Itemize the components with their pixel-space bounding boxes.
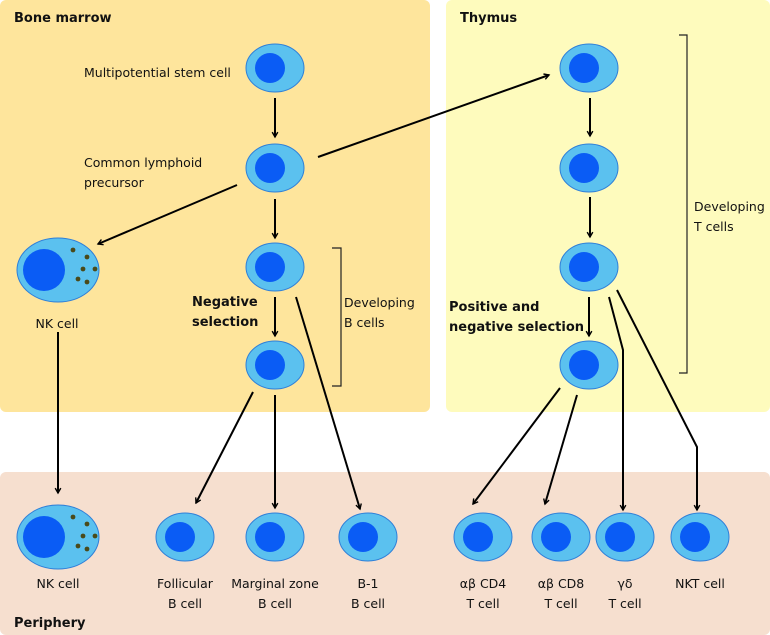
b1-b-cell-periphery <box>338 512 398 562</box>
nucleus <box>23 516 65 558</box>
follicular-b-cell-label-line2: B cell <box>168 596 202 611</box>
ab-cd8-t-cell-periphery <box>531 512 591 562</box>
nucleus <box>569 53 599 83</box>
marginal-zone-b-cell-label-line1: Marginal zone <box>231 576 319 591</box>
bone-marrow-region <box>0 0 430 412</box>
granule <box>70 514 76 520</box>
clp-label-line1: Common lymphoid <box>84 155 202 170</box>
developing-t-line1: Developing <box>694 199 765 214</box>
granule <box>84 279 90 285</box>
follicular-b-cell-label-line1: Follicular <box>157 576 214 591</box>
nucleus <box>569 153 599 183</box>
ab-cd4-t-cell-label-line2: T cell <box>465 596 499 611</box>
nucleus <box>541 522 571 552</box>
gd-t-cell-label-line1: γδ <box>617 576 632 591</box>
developing-t-bracket <box>679 34 688 374</box>
thymocyte-2 <box>559 143 619 193</box>
bone-marrow-title: Bone marrow <box>14 11 112 26</box>
nucleus <box>23 249 65 291</box>
arrow-clp-to-nk <box>98 184 238 244</box>
stem-cell-label: Multipotential stem cell <box>84 65 231 80</box>
nk-cell-bm-label: NK cell <box>35 316 78 331</box>
periphery-title: Periphery <box>14 616 86 631</box>
negative-selection-line1: Negative <box>192 295 258 310</box>
ab-cd8-t-cell-label-line1: αβ CD8 <box>538 576 585 591</box>
arrow-to-nkt <box>616 289 697 510</box>
arrow-clp-to-thymus <box>317 75 549 158</box>
granule <box>92 533 98 539</box>
arrow-to-gd-t <box>608 296 623 510</box>
nucleus <box>255 350 285 380</box>
common-lymphoid-precursor-cell <box>245 143 305 193</box>
granule <box>70 247 76 253</box>
nucleus <box>255 522 285 552</box>
granule <box>84 254 90 260</box>
marginal-zone-b-cell-periphery <box>245 512 305 562</box>
ab-cd8-t-cell-label-line2: T cell <box>543 596 577 611</box>
negative-selection-line2: selection <box>192 315 258 330</box>
thymocyte-1 <box>559 43 619 93</box>
nucleus <box>165 522 195 552</box>
nk-cell-periphery <box>16 504 100 570</box>
nkt-cell-periphery <box>670 512 730 562</box>
developing-b-cell-2 <box>245 340 305 390</box>
granule <box>75 543 81 549</box>
granule <box>92 266 98 272</box>
pos-neg-selection-line2: negative selection <box>449 320 584 335</box>
nucleus <box>680 522 710 552</box>
pos-neg-selection-line1: Positive and <box>449 300 539 315</box>
developing-t-line2: T cells <box>693 219 734 234</box>
nucleus <box>569 350 599 380</box>
arrow-to-follicular <box>196 391 254 503</box>
nkt-cell-label-line1: NKT cell <box>675 576 725 591</box>
developing-b-line1: Developing <box>344 295 415 310</box>
arrow-to-cd8 <box>545 394 578 504</box>
nucleus <box>255 252 285 282</box>
nk-cell-label-line1: NK cell <box>36 576 79 591</box>
arrow-to-cd4 <box>473 387 561 504</box>
b1-b-cell-label-line1: B-1 <box>357 576 378 591</box>
ab-cd4-t-cell-label-line1: αβ CD4 <box>460 576 507 591</box>
nucleus <box>605 522 635 552</box>
developing-b-line2: B cells <box>344 315 385 330</box>
marginal-zone-b-cell-label-line2: B cell <box>258 596 292 611</box>
gd-t-cell-periphery <box>595 512 655 562</box>
developing-b-bracket <box>332 247 342 387</box>
nucleus <box>348 522 378 552</box>
ab-cd4-t-cell-periphery <box>453 512 513 562</box>
follicular-b-cell-periphery <box>155 512 215 562</box>
nk-cell-bone-marrow <box>16 237 100 303</box>
gd-t-cell-label-line2: T cell <box>607 596 641 611</box>
nucleus <box>463 522 493 552</box>
arrow-to-b1 <box>295 296 360 509</box>
granule <box>80 533 86 539</box>
thymus-title: Thymus <box>460 11 517 26</box>
granule <box>80 266 86 272</box>
b1-b-cell-label-line2: B cell <box>351 596 385 611</box>
nucleus <box>255 53 285 83</box>
granule <box>84 521 90 527</box>
nucleus <box>569 252 599 282</box>
nucleus <box>255 153 285 183</box>
developing-b-cell-1 <box>245 242 305 292</box>
thymocyte-3 <box>559 242 619 292</box>
granule <box>84 546 90 552</box>
thymocyte-4 <box>559 340 619 390</box>
granule <box>75 276 81 282</box>
stem-cell <box>245 43 305 93</box>
clp-label-line2: precursor <box>84 175 145 190</box>
